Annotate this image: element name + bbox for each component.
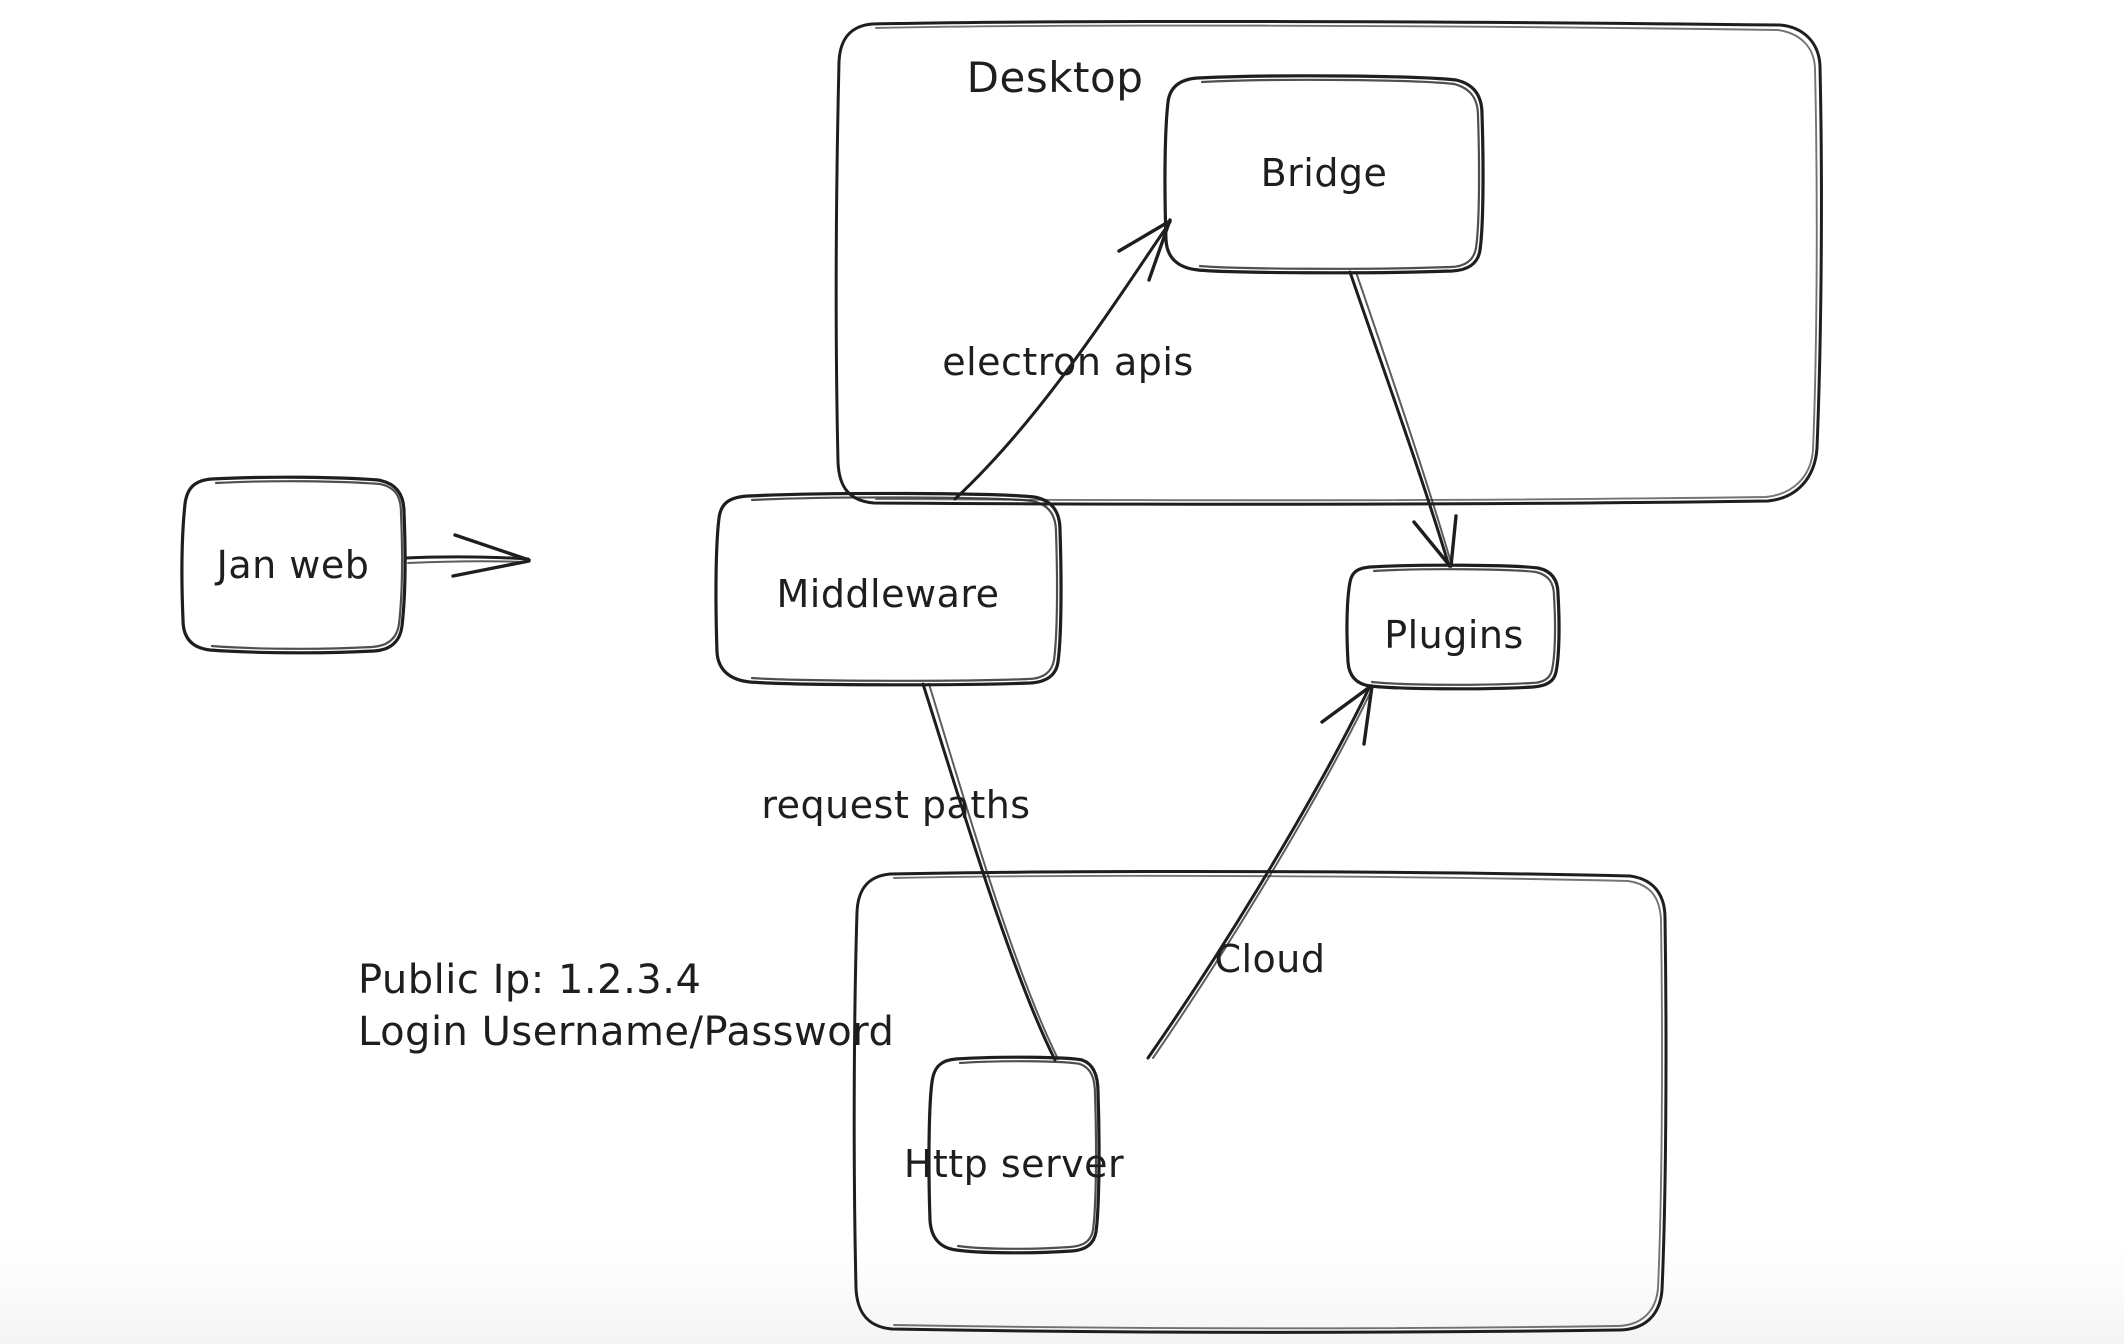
edge-line-secondary [407, 560, 528, 564]
node-bridge[interactable]: Bridge [1163, 74, 1485, 275]
bridge-border [1163, 74, 1485, 275]
http-server-label: Http server [904, 1142, 1124, 1186]
edge-label-request-paths: request paths [761, 783, 1030, 827]
plugins-border [1345, 563, 1561, 691]
group-cloud[interactable]: Cloud [852, 870, 1668, 1334]
arrowhead-lower [451, 559, 531, 578]
arrowhead-left [1320, 684, 1373, 724]
edge-label-electron-apis: electron apis [942, 340, 1194, 384]
edge-line [1146, 684, 1372, 1060]
plugins-border-secondary [1370, 568, 1557, 686]
edge-middleware-to-bridge[interactable]: electron apis [942, 218, 1194, 501]
edge-line [404, 555, 530, 561]
node-jan-web[interactable]: Jan web [180, 475, 407, 655]
edge-line [1348, 270, 1451, 568]
middleware-border [714, 491, 1063, 687]
edge-middleware-to-httpserver[interactable]: request paths [761, 682, 1059, 1062]
group-desktop[interactable]: Desktop [834, 19, 1823, 506]
cloud-group-border [852, 870, 1668, 1334]
edge-line-secondary [1152, 686, 1374, 1059]
cloud-group-label: Cloud [1214, 937, 1325, 981]
note-line-public-ip: Public Ip: 1.2.3.4 [358, 957, 701, 1003]
jan-web-border-secondary [210, 480, 404, 650]
jan-web-border [180, 475, 407, 655]
jan-web-label: Jan web [215, 543, 370, 587]
middleware-label: Middleware [776, 572, 999, 616]
http-server-border-secondary [956, 1060, 1098, 1250]
bridge-border-secondary [1198, 78, 1481, 270]
desktop-group-border-secondary [875, 24, 1818, 502]
node-http-server[interactable]: Http server [904, 1055, 1124, 1255]
bridge-label: Bridge [1261, 151, 1388, 195]
http-server-border [927, 1055, 1101, 1255]
arrowhead-left [1412, 520, 1452, 568]
edge-line-secondary [1355, 271, 1453, 567]
node-plugins[interactable]: Plugins [1345, 563, 1561, 691]
arrowhead-upper [1117, 219, 1172, 253]
middleware-border-secondary [750, 496, 1059, 682]
arrowhead-right [1449, 514, 1458, 568]
note-public-ip: Public Ip: 1.2.3.4 Login Username/Passwo… [358, 957, 894, 1055]
edge-httpserver-to-plugins[interactable] [1146, 684, 1374, 1060]
node-middleware[interactable]: Middleware [714, 491, 1063, 687]
desktop-group-border [834, 19, 1823, 506]
edge-line-secondary [928, 683, 1059, 1060]
note-line-login: Login Username/Password [358, 1009, 894, 1055]
cloud-group-border-secondary [893, 874, 1663, 1330]
edge-line [921, 682, 1057, 1062]
desktop-group-label: Desktop [967, 53, 1144, 102]
edge-line [953, 220, 1172, 501]
edge-bridge-to-plugins[interactable] [1348, 270, 1458, 568]
arrowhead-right [1362, 684, 1374, 746]
plugins-label: Plugins [1384, 613, 1524, 657]
edge-janweb-to-middleware[interactable] [404, 533, 531, 578]
arrowhead-upper [453, 533, 531, 562]
